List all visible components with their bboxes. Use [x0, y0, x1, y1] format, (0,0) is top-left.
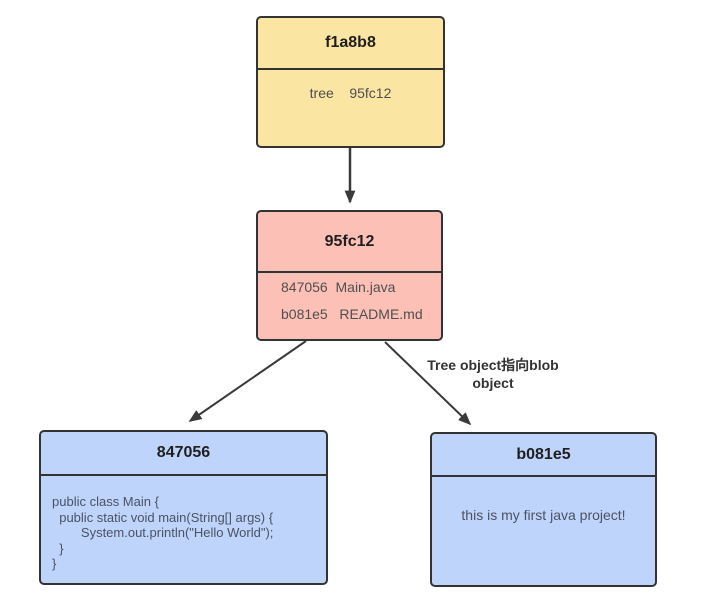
code-block: public class Main { public static void m…: [41, 476, 326, 572]
code-line: public static void main(String[] args) {: [52, 509, 274, 525]
arrow-tree-to-blob-847056: [188, 340, 307, 422]
blob-text: this is my first java project!: [461, 507, 626, 523]
edge-label-line1: Tree object指向blob: [427, 357, 559, 373]
tree-entry: b081e5 README.md: [281, 306, 423, 322]
node-blob-b081e5: b081e5 this is my first java project!: [430, 432, 657, 587]
tree-entries: 847056 Main.java b081e5 README.md: [258, 273, 441, 328]
code-line: System.out.println("Hello World");: [52, 525, 274, 540]
edge-label-line2: object: [472, 375, 514, 391]
tree-entry: 847056 Main.java: [281, 279, 396, 295]
node-blob-847056: 847056 public class Main { public static…: [39, 430, 328, 585]
node-title: b081e5: [432, 434, 655, 477]
node-commit-f1a8b8: f1a8b8 tree 95fc12: [256, 16, 445, 148]
code-line: }: [52, 556, 57, 571]
arrow-tree-to-blob-b081e5: [384, 341, 472, 426]
code-line: public class Main {: [52, 494, 159, 509]
node-title: f1a8b8: [258, 18, 443, 70]
node-tree-95fc12: 95fc12 847056 Main.java b081e5 README.md: [256, 210, 443, 341]
node-title: 95fc12: [258, 212, 441, 273]
commit-tree-ref: tree 95fc12: [309, 85, 392, 101]
code-line: }: [52, 540, 64, 556]
node-title: 847056: [41, 432, 326, 476]
edge-label: Tree object指向blob object: [415, 356, 571, 392]
